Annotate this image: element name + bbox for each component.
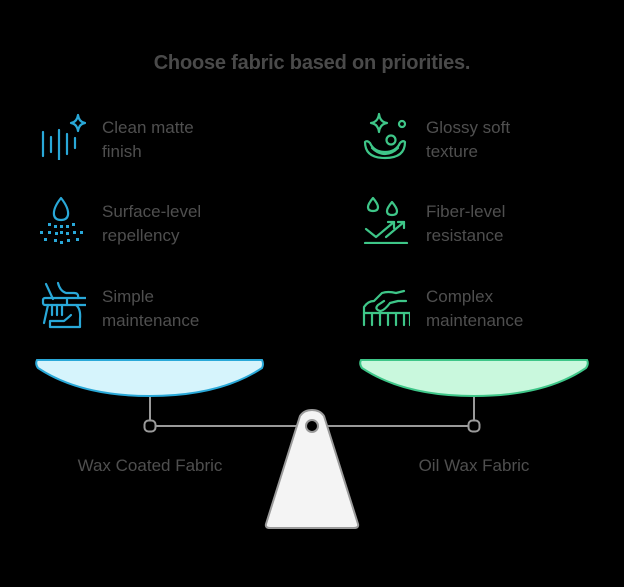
water-drop-spray-icon [40, 196, 83, 244]
left-pivot [143, 419, 157, 433]
right-item-complex-maintenance: Complex maintenance [360, 279, 576, 333]
label-line: Surface-level [102, 202, 202, 221]
label-line: Fiber-level [426, 202, 506, 221]
hand-comb-icon [362, 289, 410, 327]
left-option-label: Wax Coated Fabric [77, 456, 223, 475]
label-line: maintenance [426, 311, 524, 330]
left-item-surface-repellency: Surface-level repellency [36, 194, 252, 248]
drops-arrows-icon [363, 196, 409, 244]
left-item-simple-maintenance: Simple maintenance [36, 279, 252, 333]
right-item-fiber-resistance: Fiber-level resistance [360, 194, 576, 248]
label-line: repellency [102, 226, 180, 245]
glossy-sparkle-icon [363, 112, 407, 160]
label-line: Simple [102, 287, 154, 306]
label-line: resistance [426, 226, 504, 245]
label-line: Glossy soft [426, 118, 511, 137]
page-title: Choose fabric based on priorities. [153, 52, 471, 74]
right-item-label: Fiber-level resistance [426, 200, 576, 248]
left-item-label: Simple maintenance [102, 285, 252, 333]
right-item-label: Complex maintenance [426, 285, 576, 333]
fulcrum-pivot [305, 419, 319, 433]
brush-cleaning-icon [41, 281, 86, 329]
fulcrum [264, 409, 360, 529]
label-line: Complex [426, 287, 494, 306]
left-item-label: Surface-level repellency [102, 200, 252, 248]
sparkle-lines-icon [41, 113, 86, 160]
label-line: maintenance [102, 311, 200, 330]
right-item-label: Glossy soft texture [426, 116, 576, 164]
label-line: finish [102, 142, 142, 161]
right-option-label: Oil Wax Fabric [418, 456, 530, 475]
left-pan [35, 359, 264, 398]
left-item-label: Clean matte finish [102, 116, 252, 164]
right-pivot [467, 419, 481, 433]
label-line: texture [426, 142, 478, 161]
label-line: Clean matte [102, 118, 194, 137]
right-item-glossy-texture: Glossy soft texture [360, 110, 576, 164]
right-pan [359, 359, 589, 398]
left-item-matte-finish: Clean matte finish [36, 110, 252, 164]
